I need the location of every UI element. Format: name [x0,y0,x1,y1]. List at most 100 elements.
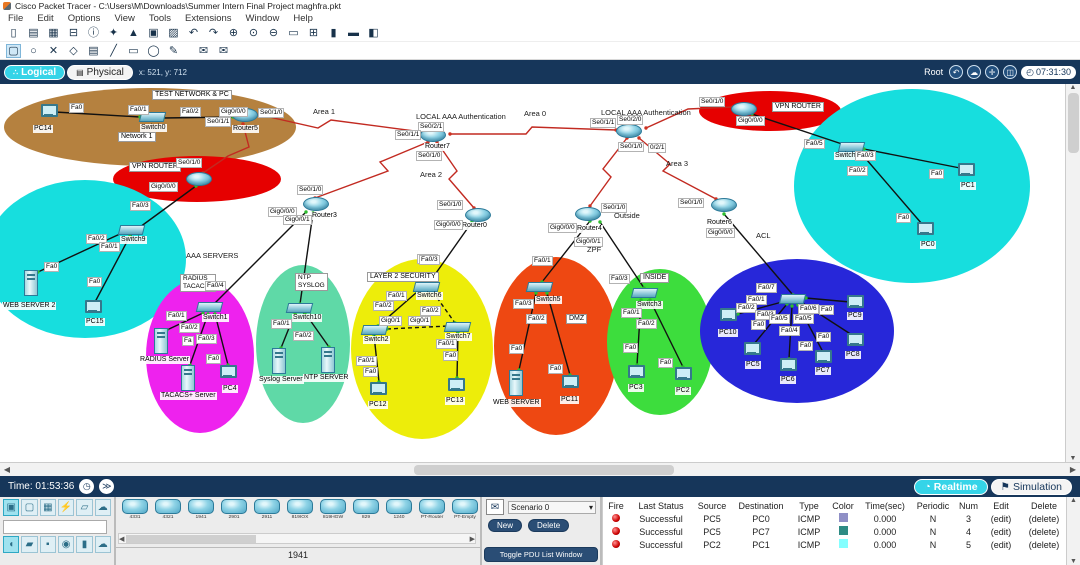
save-icon[interactable]: ▦ [48,27,59,39]
device-search-input[interactable] [3,519,107,534]
delete-link[interactable]: (delete) [1028,526,1060,537]
canvas-horizontal-scrollbar[interactable]: ◀▶ [0,462,1080,476]
meta-info-icon[interactable]: ⓘ [88,27,99,39]
subcategory-routers-icon[interactable]: ◖ [3,535,20,553]
scroll-up-icon[interactable]: ▲ [1069,84,1077,91]
realtime-tab[interactable]: ◔Realtime [914,478,988,495]
add-complex-pdu-icon[interactable]: ✉ [218,44,229,57]
background-button[interactable]: ◫ [1003,65,1018,79]
device-pc8[interactable] [846,333,864,347]
device-ntp-server[interactable] [321,347,335,373]
zoom-out-icon[interactable]: ⊖ [268,27,279,39]
inspect-icon[interactable]: ○ [30,44,37,57]
tab-logical[interactable]: ∴Logical [4,64,66,80]
scrollbar-thumb[interactable] [1067,93,1079,153]
scroll-down-icon[interactable]: ▼ [1069,455,1077,462]
device-router4[interactable] [575,207,601,221]
copy-icon[interactable]: ▣ [148,27,159,39]
subcategory-security-icon[interactable]: ▮ [76,535,93,553]
category-components-icon[interactable]: ▦ [39,499,56,516]
device-pc7[interactable] [814,350,832,364]
toggle-pdu-list-button[interactable]: Toggle PDU List Window [484,547,598,562]
edit-link[interactable]: (edit) [990,513,1012,524]
device-model-829[interactable]: 829 [351,499,381,529]
device-model-819IOX[interactable]: 819IOX [285,499,315,529]
device-model-4331[interactable]: 4331 [120,499,150,529]
device-pc3[interactable] [627,365,645,379]
scenario-delete-button[interactable]: Delete [528,519,570,532]
edit-link[interactable]: (edit) [990,539,1012,550]
custom-device-icon[interactable]: ▮ [330,27,337,39]
device-pc1[interactable] [957,163,975,177]
device-switch5[interactable] [525,282,554,292]
menu-edit[interactable]: Edit [37,13,54,24]
device-router3[interactable] [303,197,329,211]
device-switch6[interactable] [412,282,441,292]
draw-ellipse-icon[interactable]: ◯ [147,44,160,57]
device-pc10[interactable] [719,308,737,322]
device-switch9[interactable] [117,225,146,235]
scroll-right-icon[interactable]: ▶ [469,535,475,543]
device-dialog-icon[interactable]: ▬ [348,27,359,39]
device-list-scrollbar[interactable]: ◀▶ [118,533,476,544]
edit-link[interactable]: (edit) [990,526,1012,537]
subcategory-wan-emulation-icon[interactable]: ☁ [94,535,111,553]
scenario-dropdown[interactable]: Scenario 0▾ [508,500,596,514]
scroll-down-icon[interactable]: ▼ [1070,558,1077,565]
device-pc4[interactable] [219,365,237,379]
device-pc15[interactable] [84,300,102,314]
device-model-819HGW[interactable]: 819HGW [318,499,348,529]
grid-icon[interactable]: ⊞ [308,27,319,39]
subcategory-wireless-icon[interactable]: ◉ [57,535,75,553]
select-icon[interactable]: ▢ [6,43,21,58]
device-web-server-2[interactable] [24,270,38,296]
device-syslog-server[interactable] [272,348,286,374]
device-switch7[interactable] [443,322,472,332]
scroll-up-icon[interactable]: ▲ [1070,497,1077,504]
add-simple-pdu-icon[interactable]: ✉ [198,44,209,57]
canvas-vertical-scrollbar[interactable]: ▲▼ [1065,84,1080,462]
simulation-tab[interactable]: ⚑Simulation [990,478,1072,495]
draw-freeform-icon[interactable]: ✎ [168,44,179,57]
menu-options[interactable]: Options [67,13,101,24]
print-icon[interactable]: ⊟ [68,27,79,39]
scrollbar-thumb[interactable] [414,464,674,475]
open-file-icon[interactable]: ▤ [28,27,39,39]
delete-link[interactable]: (delete) [1028,513,1060,524]
subcategory-switches-icon[interactable]: ▰ [21,535,38,553]
device-pc11[interactable] [561,375,579,389]
device-pc13[interactable] [447,378,465,392]
device-radius-server[interactable] [154,328,168,354]
pdu-envelope-icon[interactable]: ✉ [486,499,504,515]
environment-button[interactable]: ☁ [967,65,982,79]
zoom-in-icon[interactable]: ⊕ [228,27,239,39]
back-button[interactable]: ↶ [949,65,964,79]
device-router0[interactable] [465,208,491,222]
device-model-PT-Empty[interactable]: PT-Empty [450,499,480,529]
viewport-icon[interactable]: ◧ [368,27,379,39]
device-pc6[interactable] [779,358,797,372]
device-model-1941[interactable]: 1941 [186,499,216,529]
scroll-left-icon[interactable]: ◀ [3,465,11,474]
menu-help[interactable]: Help [293,13,313,24]
scroll-right-icon[interactable]: ▶ [1069,465,1077,474]
new-file-icon[interactable]: ▯ [10,27,17,39]
device-switch10[interactable] [285,303,314,313]
fast-forward-button[interactable]: ≫ [99,479,115,494]
device-model-2901[interactable]: 2901 [219,499,249,529]
zoom-reset-icon[interactable]: ⊙ [248,27,259,39]
scrollbar-thumb[interactable] [126,534,257,543]
device-switch2[interactable] [360,325,389,335]
device-acl-switch[interactable] [778,294,807,304]
device-vpn-router-right[interactable] [731,102,757,116]
device-tacacs-server[interactable] [181,365,195,391]
scroll-left-icon[interactable]: ◀ [119,535,125,543]
resize-icon[interactable]: ◇ [69,44,78,57]
category-end-devices-icon[interactable]: ▢ [21,499,38,516]
pdu-scrollbar[interactable]: ▲▼ [1066,497,1080,565]
place-note-icon[interactable]: ▤ [88,44,99,57]
device-pc2[interactable] [674,367,692,381]
environment-time[interactable]: ◴07:31:30 [1021,65,1076,79]
device-pc5[interactable] [743,342,761,356]
